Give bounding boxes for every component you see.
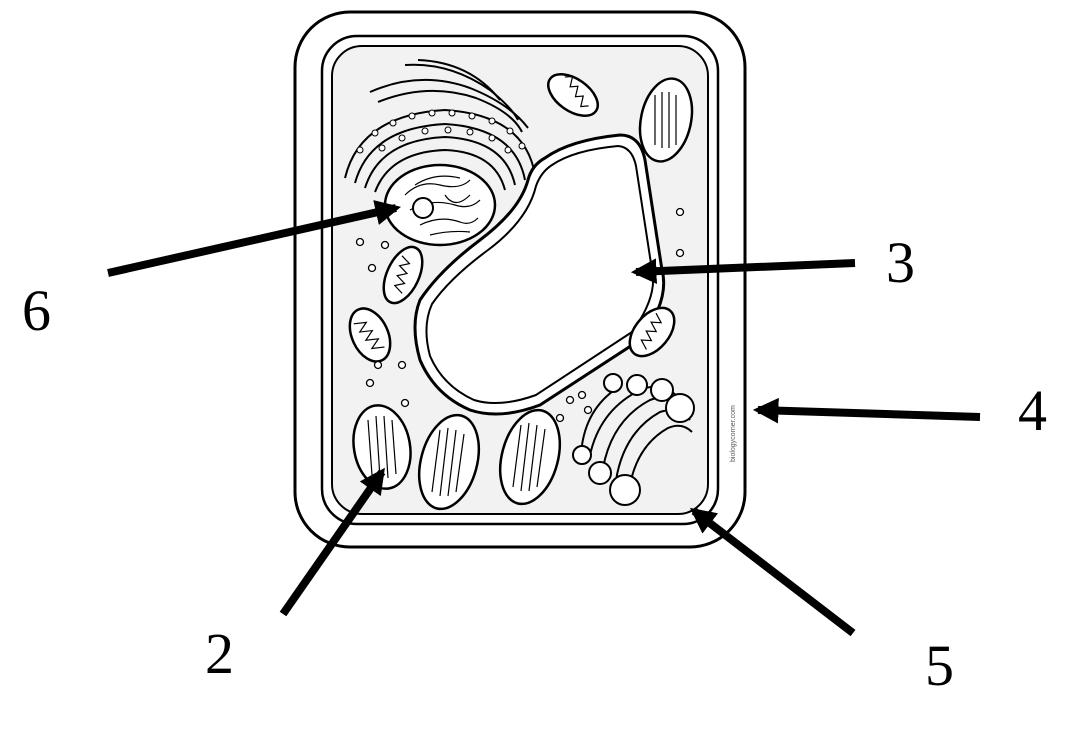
mitochondrion-left-upper bbox=[382, 245, 424, 305]
vesicles bbox=[355, 207, 685, 423]
golgi-apparatus bbox=[572, 373, 695, 506]
mitochondrion-right bbox=[628, 306, 676, 358]
mitochondrion-left-lower bbox=[348, 307, 392, 363]
central-vacuole-outer bbox=[413, 133, 666, 416]
arrow-4 bbox=[752, 397, 981, 424]
chloroplast-bottom-right bbox=[498, 408, 562, 506]
watermark-text: biologycorner.com bbox=[730, 405, 737, 462]
ribosome-dots bbox=[356, 109, 526, 154]
label-6: 6 bbox=[22, 278, 51, 343]
arrow-2 bbox=[279, 467, 386, 617]
arrow-5 bbox=[689, 507, 856, 637]
chloroplast-top-right bbox=[638, 77, 694, 163]
label-3: 3 bbox=[886, 230, 915, 295]
label-4: 4 bbox=[1018, 378, 1047, 443]
arrow-3 bbox=[630, 258, 856, 284]
mitochondrion-top bbox=[547, 73, 599, 117]
arrow-6 bbox=[107, 200, 401, 277]
central-vacuole-inner bbox=[425, 144, 655, 404]
label-2: 2 bbox=[205, 621, 234, 686]
chloroplast-bottom-middle bbox=[417, 413, 481, 511]
smooth-er bbox=[369, 59, 529, 133]
label-5: 5 bbox=[925, 633, 954, 698]
nucleolus bbox=[412, 197, 434, 219]
